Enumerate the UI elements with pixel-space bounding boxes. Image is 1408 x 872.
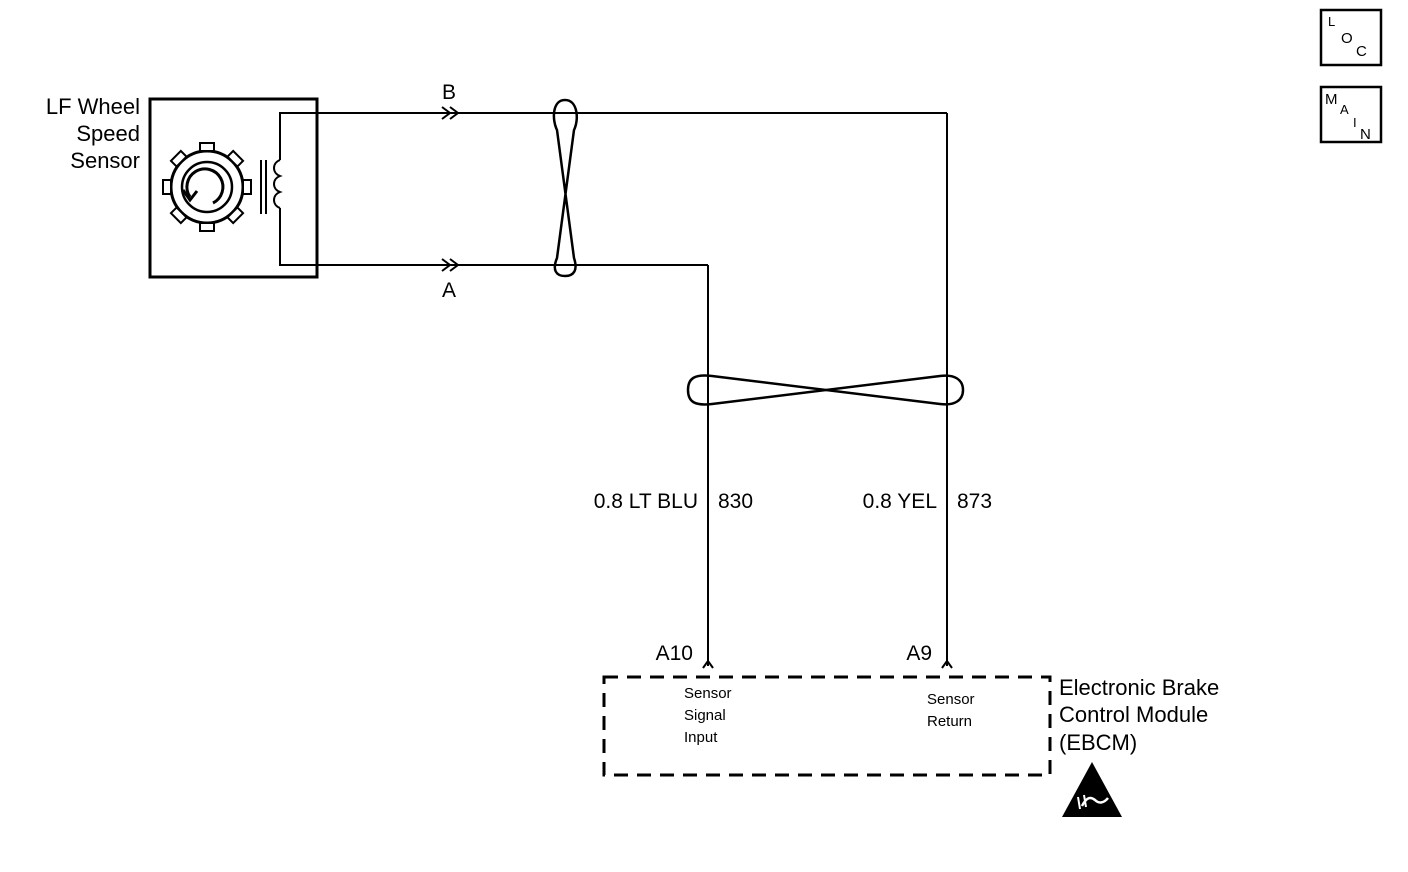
loc-button[interactable]: L O C xyxy=(1319,8,1383,67)
ebcm-label-line-1: Electronic Brake xyxy=(1059,675,1219,700)
main-letter-1: M xyxy=(1325,91,1338,108)
terminal-a9-chevron-icon xyxy=(941,659,953,669)
wheel-speed-sensor xyxy=(148,97,319,279)
esd-warning-icon xyxy=(1062,762,1122,817)
signal-input-label-line-3: Input xyxy=(684,729,718,746)
return-wire-circuit-label: 873 xyxy=(957,490,992,513)
twisted-pair-horizontal-icon xyxy=(686,374,965,406)
loc-letter-2: O xyxy=(1341,30,1353,47)
sensor-return-label-line-1: Sensor xyxy=(927,691,975,708)
ebcm-box xyxy=(602,675,1052,777)
wire-return xyxy=(317,112,948,666)
sensor-label-line-1: LF Wheel xyxy=(46,94,140,119)
sensor-box xyxy=(148,97,319,279)
wire-signal xyxy=(317,264,709,666)
loc-letter-3: C xyxy=(1356,43,1367,60)
rotation-arrow-icon xyxy=(181,167,225,205)
main-letter-2: A xyxy=(1340,102,1349,117)
connector-chevron-a-icon xyxy=(441,258,460,272)
terminal-a10-chevron-icon xyxy=(702,659,714,669)
ebcm-label-line-2: Control Module xyxy=(1059,702,1208,727)
signal-wire-color-label: 0.8 LT BLU xyxy=(594,490,698,513)
signal-input-label-line-2: Signal xyxy=(684,707,726,724)
loc-letter-1: L xyxy=(1328,14,1335,29)
sensor-label-line-3: Sensor xyxy=(70,148,140,173)
pickup-coil-icon xyxy=(260,112,317,266)
connector-chevron-b-icon xyxy=(441,106,460,120)
main-letter-3: I xyxy=(1353,115,1357,130)
sensor-return-label-line-2: Return xyxy=(927,713,972,730)
terminal-b-label: B xyxy=(442,81,456,104)
terminal-a-label: A xyxy=(442,279,456,302)
pin-a10-label: A10 xyxy=(656,642,693,665)
signal-wire-circuit-label: 830 xyxy=(718,490,753,513)
signal-input-label-line-1: Sensor xyxy=(684,685,732,702)
main-letter-4: N xyxy=(1360,126,1371,143)
tone-ring-icon xyxy=(162,142,252,232)
pin-a9-label: A9 xyxy=(906,642,932,665)
twisted-pair-vertical-icon xyxy=(552,98,579,278)
ebcm-label-line-3: (EBCM) xyxy=(1059,730,1137,755)
return-wire-color-label: 0.8 YEL xyxy=(863,490,937,513)
sensor-label-line-2: Speed xyxy=(76,121,140,146)
main-button[interactable]: M A I N xyxy=(1319,85,1383,144)
